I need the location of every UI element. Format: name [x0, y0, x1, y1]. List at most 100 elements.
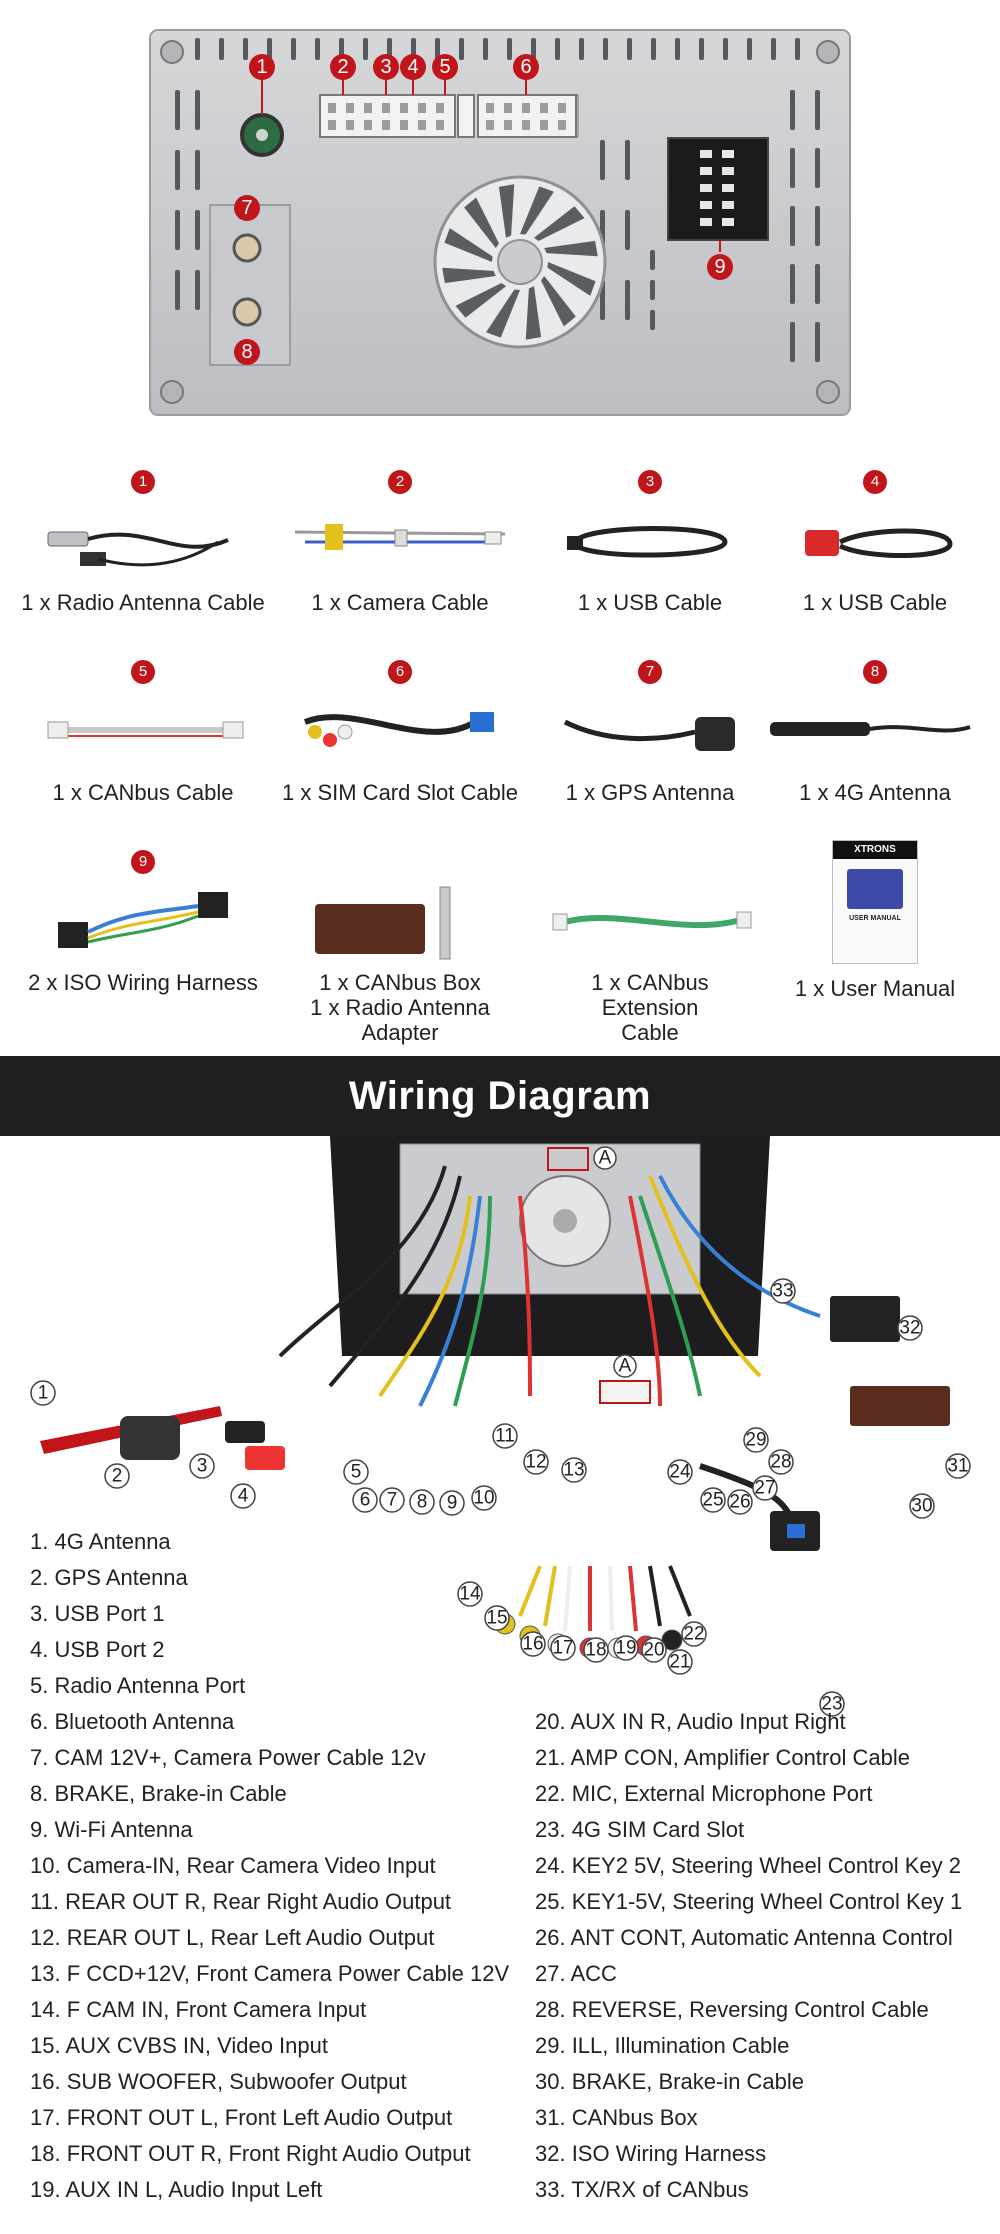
svg-text:15: 15: [486, 1608, 507, 1629]
head-unit-rear-panel: 1 2 3 4 5 6 7 8 9: [0, 0, 1000, 430]
wiring-diagram-title: Wiring Diagram: [348, 1074, 652, 1118]
callout-11: 11: [492, 1423, 518, 1449]
callout-29: 29: [743, 1427, 769, 1453]
svg-text:25: 25: [702, 1490, 723, 1511]
svg-text:12: 12: [525, 1452, 546, 1473]
unit-badge-4: 4: [400, 54, 426, 80]
canbus-extension-cable-icon: [525, 882, 775, 962]
callout-27: 27: [752, 1475, 778, 1501]
svg-text:4: 4: [238, 1486, 249, 1507]
usb-cable-red-icon: [750, 502, 1000, 582]
legend-item: 7. CAM 12V+, Camera Power Cable 12v: [30, 1745, 426, 1770]
callout-3: 3: [189, 1453, 215, 1479]
accessory-label: 2 x ISO Wiring Harness: [28, 970, 258, 995]
unit-badge-8: 8: [234, 339, 260, 365]
accessory-iso-wiring-harness: 9 2 x ISO Wiring Harness: [18, 850, 268, 995]
unit-badge-5: 5: [432, 54, 458, 80]
svg-text:11: 11: [495, 1426, 515, 1447]
legend-item: 21. AMP CON, Amplifier Control Cable: [535, 1745, 910, 1770]
accessory-label: 1 x Camera Cable: [311, 590, 489, 615]
svg-text:7: 7: [387, 1490, 398, 1511]
svg-text:32: 32: [899, 1318, 920, 1339]
accessory-badge: 3: [638, 470, 662, 494]
svg-text:24: 24: [669, 1462, 691, 1483]
svg-text:1: 1: [38, 1383, 49, 1404]
callout-22: 22: [681, 1621, 707, 1647]
wiring-diagram-svg: A A 1 2 3 4 5 6 7 8 9 10 11 12 13 24 25 …: [30, 1136, 971, 1551]
user-manual-icon: XTRONS USER MANUAL: [832, 840, 918, 964]
accessory-label: 1 x CANbus Cable: [52, 780, 234, 805]
connector-a-label-bottom: A: [613, 1354, 637, 1378]
legend-item: 33. TX/RX of CANbus: [535, 2177, 749, 2202]
legend-item: 16. SUB WOOFER, Subwoofer Output: [30, 2069, 407, 2094]
callout-28: 28: [768, 1449, 794, 1475]
accessory-4g-antenna: 8 1 x 4G Antenna: [750, 660, 1000, 805]
legend-item: 27. ACC: [535, 1961, 617, 1986]
svg-text:2: 2: [337, 56, 348, 78]
accessory-label: 1 x CANbus Box 1 x Radio Antenna Adapter: [310, 970, 490, 1045]
accessory-badge: 7: [638, 660, 662, 684]
legend-item: 8. BRAKE, Brake-in Cable: [30, 1781, 287, 1806]
svg-text:3: 3: [380, 56, 391, 78]
callout-7: 7: [379, 1487, 405, 1513]
connector-a-label-top: A: [593, 1146, 617, 1170]
accessory-label: 1 x Radio Antenna Cable: [21, 590, 265, 615]
svg-text:16: 16: [522, 1634, 543, 1655]
callout-8: 8: [409, 1489, 435, 1515]
legend-item: 1. 4G Antenna: [30, 1529, 171, 1554]
legend-item: 22. MIC, External Microphone Port: [535, 1781, 873, 1806]
accessory-badge: 5: [131, 660, 155, 684]
accessory-sim-card-slot-cable: 6 1 x SIM Card Slot Cable: [275, 660, 525, 805]
legend-item: 9. Wi-Fi Antenna: [30, 1817, 193, 1842]
accessory-canbus-box: 1 x CANbus Box 1 x Radio Antenna Adapter: [275, 850, 525, 1045]
unit-badge-6: 6: [513, 54, 539, 80]
callout-17: 17: [550, 1635, 576, 1661]
accessory-badge: 4: [863, 470, 887, 494]
accessory-badge: 2: [388, 470, 412, 494]
accessory-label: 1 x GPS Antenna: [565, 780, 735, 805]
manual-screen-image: [847, 869, 903, 909]
legend-item: 11. REAR OUT R, Rear Right Audio Output: [30, 1889, 452, 1914]
legend-item: 17. FRONT OUT L, Front Left Audio Output: [30, 2105, 453, 2130]
legend-item: 24. KEY2 5V, Steering Wheel Control Key …: [535, 1853, 961, 1878]
svg-text:8: 8: [241, 341, 252, 363]
unit-badge-2: 2: [330, 54, 356, 80]
callout-24: 24: [667, 1459, 693, 1485]
gps-antenna-icon: [525, 692, 775, 772]
callout-1: 1: [30, 1380, 56, 1406]
canbus-cable-icon: [18, 692, 268, 772]
legend-item: 29. ILL, Illumination Cable: [535, 2033, 790, 2058]
accessory-gps-antenna: 7 1 x GPS Antenna: [525, 660, 775, 805]
svg-text:1: 1: [256, 56, 267, 78]
accessory-badge: 1: [131, 470, 155, 494]
accessory-label: 1 x 4G Antenna: [799, 780, 951, 805]
callout-5: 5: [343, 1459, 369, 1485]
accessory-canbus-cable: 5 1 x CANbus Cable: [18, 660, 268, 805]
callout-26: 26: [727, 1489, 753, 1515]
svg-text:5: 5: [351, 1462, 362, 1483]
svg-text:6: 6: [520, 56, 531, 78]
legend-item: 18. FRONT OUT R, Front Right Audio Outpu…: [30, 2141, 471, 2166]
svg-text:13: 13: [563, 1460, 584, 1481]
svg-text:A: A: [599, 1148, 612, 1169]
accessory-label: 1 x User Manual: [794, 976, 956, 1001]
svg-text:6: 6: [360, 1490, 371, 1511]
unit-badge-9: 9: [707, 254, 733, 280]
svg-text:A: A: [619, 1356, 632, 1377]
legend-item: 12. REAR OUT L, Rear Left Audio Output: [30, 1925, 435, 1950]
svg-text:9: 9: [447, 1493, 458, 1514]
legend-item: 3. USB Port 1: [30, 1601, 165, 1626]
wiring-callouts: 1 2 3 4 5 6 7 8 9 10 11 12 13 24 25 26 2…: [30, 1278, 971, 1519]
legend-item: 31. CANbus Box: [535, 2105, 698, 2130]
radio-antenna-cable-icon: [18, 502, 268, 582]
callout-4: 4: [230, 1483, 256, 1509]
callout-16: 16: [520, 1631, 546, 1657]
svg-text:21: 21: [669, 1652, 690, 1673]
svg-text:22: 22: [683, 1624, 704, 1645]
head-unit-illustration: 1 2 3 4 5 6 7 8 9: [149, 29, 851, 416]
accessory-badge: 6: [388, 660, 412, 684]
callout-2: 2: [104, 1463, 130, 1489]
accessory-user-manual: XTRONS USER MANUAL 1 x User Manual: [750, 840, 1000, 1001]
sim-card-slot-cable-icon: [275, 692, 525, 772]
svg-text:17: 17: [552, 1638, 573, 1659]
